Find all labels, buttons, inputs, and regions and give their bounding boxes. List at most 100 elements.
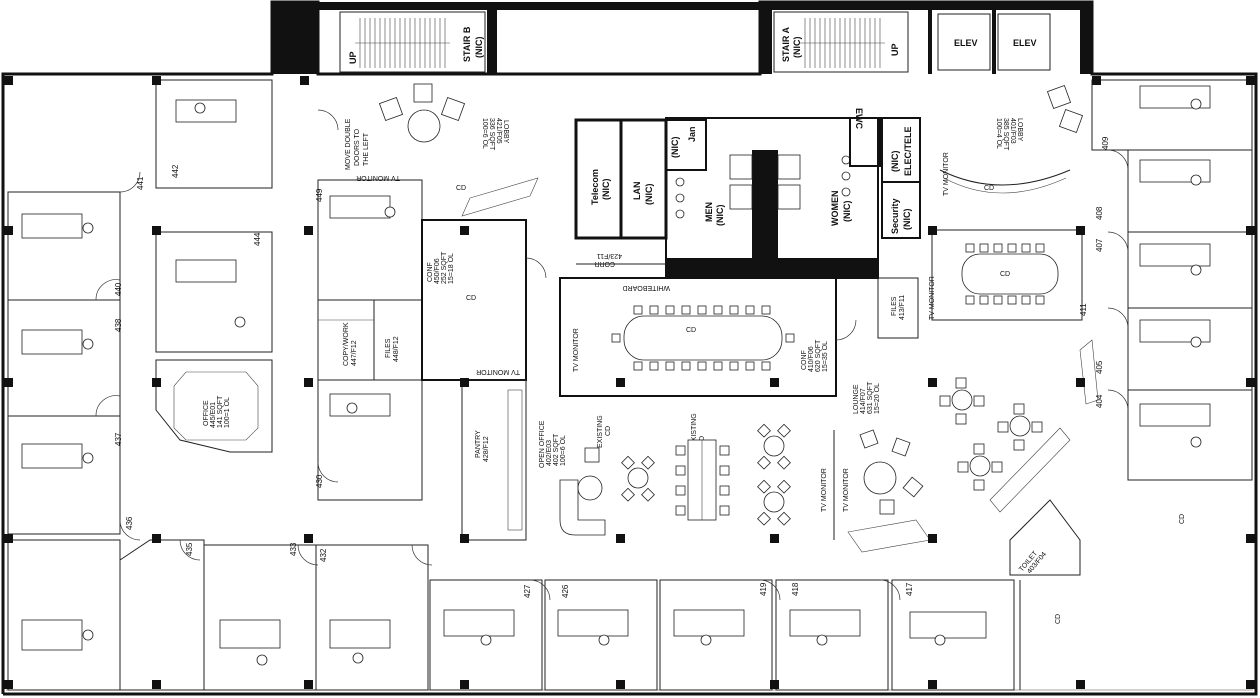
janitor-label: Jan (687, 126, 697, 142)
svg-text:OFFICE: OFFICE (203, 400, 210, 426)
svg-text:385 SQFT: 385 SQFT (1002, 118, 1009, 151)
svg-text:OPEN OFFICE: OPEN OFFICE (539, 420, 546, 468)
svg-text:450/F06: 450/F06 (434, 258, 441, 284)
svg-text:407: 407 (1095, 238, 1104, 252)
svg-text:15=18 OL: 15=18 OL (448, 253, 455, 284)
svg-text:FILES: FILES (891, 296, 898, 316)
svg-text:15=35 OL: 15=35 OL (822, 341, 829, 372)
svg-text:631 SQFT: 631 SQFT (867, 381, 874, 414)
svg-text:CONF: CONF (801, 350, 808, 370)
svg-text:LOUNGE: LOUNGE (853, 384, 860, 414)
svg-text:401/F03: 401/F03 (1009, 118, 1016, 144)
doors (95, 109, 1129, 601)
telecom-nic: (NIC) (601, 179, 611, 201)
conference-right: CD TV MONITOR (929, 229, 1083, 321)
svg-text:418: 418 (791, 582, 800, 596)
svg-text:417: 417 (905, 582, 914, 596)
svg-text:409: 409 (1101, 136, 1110, 150)
women-label: WOMEN (830, 191, 840, 227)
tv-monitor-lobby-right: TV MONITOR (943, 152, 950, 196)
svg-text:427: 427 (523, 584, 532, 598)
columns (4, 76, 1255, 689)
existing-label-1: EXISTING (597, 415, 604, 448)
svg-text:FILES: FILES (385, 338, 392, 358)
svg-text:444: 444 (253, 232, 262, 246)
left-offices (7, 79, 429, 691)
cd-symbol-bottom-right: CD (1055, 614, 1062, 624)
cd-symbol-conf410: CD (686, 327, 696, 334)
cd-symbol-right: CD (1179, 514, 1186, 524)
stair-b-up: UP (348, 51, 358, 64)
svg-text:404: 404 (1095, 394, 1104, 408)
women-nic: (NIC) (842, 201, 852, 223)
lan-label: LAN (632, 182, 642, 201)
conf-410-label: CONF 410/F06 620 SQFT 15=35 OL (801, 339, 829, 372)
tv-monitor-lounge-1: TV MONITOR (821, 468, 828, 512)
lobby-left-label: LOBBY 421/F05 336 SQFT 100=6 OL (481, 118, 509, 151)
toilet-room: TOILET 403/F04 (1009, 499, 1081, 576)
svg-text:141 SQFT: 141 SQFT (217, 395, 224, 428)
svg-text:402/E03: 402/E03 (546, 440, 553, 466)
svg-text:15=20 OL: 15=20 OL (874, 383, 881, 414)
svg-text:445/E01: 445/E01 (210, 402, 217, 428)
lounge-label: LOUNGE 414/F07 631 SQFT 15=20 OL (853, 381, 881, 414)
svg-text:LOBBY: LOBBY (502, 120, 509, 144)
open-office-label: OPEN OFFICE 402/E03 402 SQFT 100=6 OL (539, 420, 567, 468)
svg-text:620 SQFT: 620 SQFT (815, 339, 822, 372)
svg-text:440: 440 (114, 282, 123, 296)
svg-text:LOBBY: LOBBY (1016, 118, 1023, 142)
svg-text:100=6 OL: 100=6 OL (560, 435, 567, 466)
tv-monitor-lobby-left: TV MONITOR (356, 174, 400, 181)
stair-a-nic: (NIC) (792, 37, 802, 59)
men-label: MEN (704, 202, 714, 222)
svg-text:435: 435 (185, 542, 194, 556)
svg-text:419: 419 (759, 582, 768, 596)
svg-text:438: 438 (114, 318, 123, 332)
elevators: ELEV ELEV (928, 10, 1051, 74)
men-nic: (NIC) (715, 205, 725, 227)
svg-text:413/F11: 413/F11 (899, 295, 906, 320)
center-core: Telecom (NIC) LAN (NIC) (NIC) Jan MEN (N… (574, 108, 921, 279)
office-445-room: OFFICE 445/E01 141 SQFT 100=1 OL (173, 371, 259, 441)
tv-monitor-conf-right: TV MONITOR (929, 276, 936, 320)
stair-a-up: UP (890, 43, 900, 56)
files-413-room: FILES 413/F11 (877, 277, 919, 339)
room-numbers: 441 442 444 449 440 438 437 436 435 433 … (114, 136, 1110, 598)
files-448-room: FILES 448/F12 (385, 336, 400, 362)
tv-monitor-conf410: TV MONITOR (573, 328, 580, 372)
stair-b-label: STAIR B (462, 26, 472, 62)
right-offices (1019, 79, 1253, 690)
lounge-area: LOUNGE 414/F07 631 SQFT 15=20 OL TV MONI… (821, 339, 1099, 553)
svg-text:MOVE DOUBLE: MOVE DOUBLE (345, 118, 352, 170)
svg-text:CONF: CONF (427, 262, 434, 282)
svg-text:437: 437 (114, 432, 123, 446)
ewc-label: EWC (854, 108, 864, 129)
copy-work-room: COPY/WORK 447/F12 (343, 322, 358, 366)
svg-text:433: 433 (289, 542, 298, 556)
elevator-2-label: ELEV (1013, 38, 1037, 48)
cd-symbol-existing-1: CD (605, 426, 612, 436)
pantry-room: PANTRY 428/F12 (461, 379, 527, 541)
telecom-label: Telecom (590, 169, 600, 205)
corridor-number: 423/F11 (597, 252, 622, 259)
tv-monitor-lounge-2: TV MONITOR (843, 468, 850, 512)
whiteboard-label: WHITEBOARD (623, 284, 670, 291)
svg-text:100=1 OL: 100=1 OL (224, 397, 231, 428)
svg-text:426: 426 (561, 584, 570, 598)
svg-text:408: 408 (1095, 206, 1104, 220)
svg-text:402 SQFT: 402 SQFT (553, 433, 560, 466)
cd-symbol-lobby-left: CD (456, 185, 466, 192)
svg-text:THE LEFT: THE LEFT (363, 132, 370, 166)
stair-b-nic: (NIC) (474, 37, 484, 59)
svg-text:432: 432 (319, 548, 328, 562)
lobby-left: CD LOBBY 421/F05 336 SQFT 100=6 OL MOVE … (345, 83, 539, 217)
lobby-right-label: LOBBY 401/F03 385 SQFT 100=4 OL (995, 118, 1023, 151)
bottom-offices (429, 579, 1015, 691)
svg-text:448/F12: 448/F12 (393, 336, 400, 362)
security-nic: (NIC) (902, 209, 912, 231)
svg-text:100=4 OL: 100=4 OL (995, 118, 1002, 149)
cd-symbol-lobby-right: CD (984, 185, 994, 192)
stair-a-label: STAIR A (781, 27, 791, 62)
